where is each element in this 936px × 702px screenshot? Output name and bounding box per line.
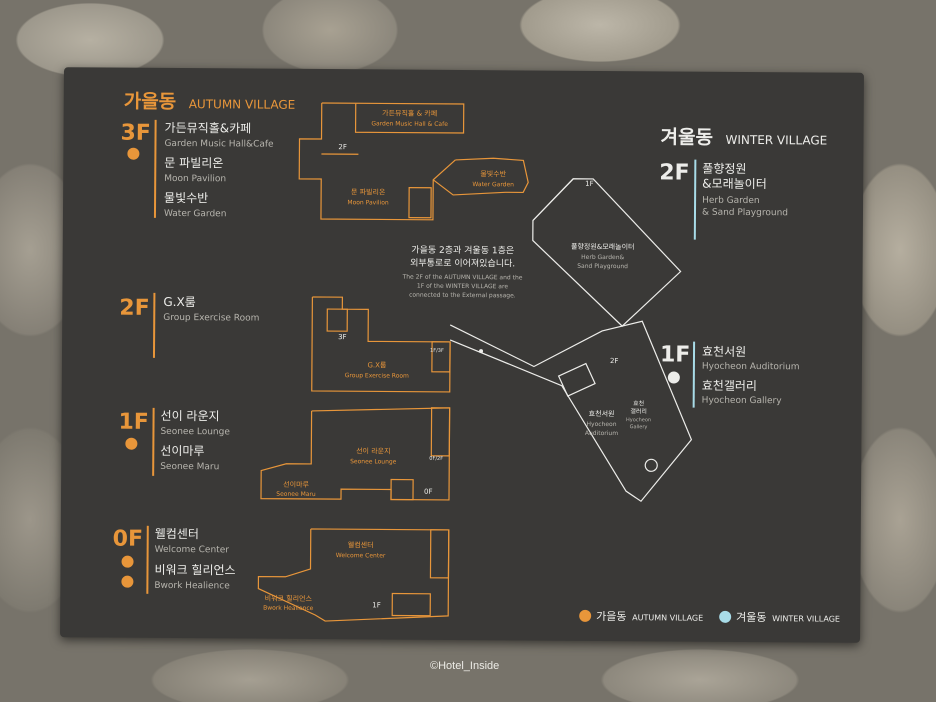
map-herb-en2: Sand Playground (577, 263, 628, 270)
map-hyo-gal-en2: Gallery (630, 424, 648, 430)
map-water-en: Water Garden (472, 181, 514, 188)
legend-winter-en: WINTER VILLAGE (772, 614, 840, 623)
legend-autumn-dot (579, 609, 592, 622)
autumn-1f-map (260, 407, 451, 501)
watermark: ©Hotel_Inside (430, 660, 500, 672)
hyo-aud-ko: 효천서원 (702, 344, 746, 359)
autumn-2f-map (311, 296, 451, 393)
winter-1f-label: 1F (660, 342, 691, 367)
moon-en: Moon Pavilion (164, 174, 226, 184)
map-gx-en: Group Exercise Room (345, 372, 409, 379)
map-lounge-en: Seonee Lounge (350, 458, 397, 465)
map-welcome-ko: 웰컴센터 (348, 540, 374, 549)
stair-3f: 3F (338, 333, 347, 341)
garden-music-en: Garden Music Hall&Cafe (164, 139, 274, 150)
herb-en-1: Herb Garden (702, 196, 760, 206)
winter-title-en: WINTER VILLAGE (725, 133, 827, 148)
winter-1f-map (449, 320, 693, 503)
divider (152, 292, 156, 358)
bwork-en: Bwork Healience (154, 581, 230, 592)
maru-en: Seonee Maru (160, 462, 219, 472)
note-ko-1: 가을동 2층과 겨울동 1층은 (411, 245, 514, 257)
sign-graphics: 가을동 AUTUMN VILLAGE 3F 가든뮤직홀&카페 Garden Mu… (113, 91, 840, 624)
wifi-icon (121, 575, 134, 588)
divider (693, 159, 697, 240)
map-herb-ko: 풀향정원&모래놀이터 (571, 242, 634, 251)
map-maru-en: Seonee Maru (276, 491, 316, 498)
note-ko-2: 외부통로로 이어져있습니다. (410, 257, 515, 270)
autumn-title-en: AUTUMN VILLAGE (189, 97, 296, 112)
map-lounge-ko: 선이 라운지 (356, 446, 390, 455)
map-moon-ko: 문 파빌리온 (351, 187, 386, 196)
floor-guide-sign: 가을동 AUTUMN VILLAGE 3F 가든뮤직홀&카페 Garden Mu… (60, 67, 864, 643)
note-en-2: 1F of the WINTER VILLAGE are (417, 283, 508, 291)
water-en: Water Garden (164, 209, 227, 219)
map-moon-en: Moon Pavilion (347, 199, 389, 206)
map-gx-ko: G.X룸 (367, 361, 387, 369)
map-water-ko: 물빛수반 (480, 169, 506, 178)
moon-ko: 문 파빌리온 (164, 156, 223, 170)
stair-0f: 0F (424, 488, 433, 496)
divider (152, 407, 155, 476)
autumn-2f-label: 2F (119, 296, 150, 321)
divider (692, 341, 696, 408)
stair-1f-b: 1F (372, 601, 381, 609)
hyo-aud-en: Hyocheon Auditorium (702, 362, 800, 373)
divider (153, 119, 157, 218)
divider (146, 525, 149, 594)
autumn-3f-label: 3F (120, 121, 151, 146)
stair-0f2f: 0F/2F (429, 456, 443, 462)
map-garden-en: Garden Music Hall & Cafe (371, 120, 448, 128)
stair-1f: 1F (585, 180, 594, 188)
herb-en-2: & Sand Playground (702, 208, 788, 219)
winter-2f-map (532, 178, 682, 327)
winter-title-ko: 겨울동 (660, 126, 713, 148)
legend-winter-ko: 겨울동 (736, 611, 766, 624)
info-icon (121, 555, 134, 568)
map-garden-ko: 가든뮤직홀 & 카페 (382, 108, 437, 117)
stair-2f: 2F (338, 143, 347, 151)
legend-autumn-en: AUTUMN VILLAGE (632, 613, 703, 622)
hyo-gal-en: Hyocheon Gallery (702, 396, 783, 407)
info-icon (127, 147, 140, 160)
map-hyo-gal-en1: Hyocheon (626, 417, 651, 423)
autumn-3f-map (298, 102, 529, 221)
lounge-ko: 선이 라운지 (161, 409, 220, 423)
legend-autumn-ko: 가을동 (596, 610, 626, 623)
map-bwork-ko: 비워크 힐리언스 (265, 594, 313, 603)
winter-2f-label: 2F (659, 160, 690, 185)
map-herb-en1: Herb Garden& (581, 254, 624, 261)
map-welcome-en: Welcome Center (336, 552, 386, 559)
lounge-en: Seonee Lounge (160, 427, 230, 437)
welcome-en: Welcome Center (155, 545, 230, 556)
map-hyo-aud-en1: Hyocheon (586, 421, 616, 428)
legend-winter-dot (719, 610, 732, 623)
map-hyo-gal-ko: 효천 (633, 399, 644, 407)
map-hyo-aud-en2: Auditorium (585, 430, 618, 437)
gx-ko: G.X룸 (163, 295, 195, 309)
note-en-1: The 2F of the AUTUMN VILLAGE and the (402, 274, 523, 282)
autumn-1f-label: 1F (118, 410, 149, 435)
note-en-3: connected to the External passage. (409, 292, 516, 300)
map-maru-ko: 선이마루 (283, 480, 309, 489)
map-hyo-gal-ko2: 갤러리 (630, 407, 647, 415)
water-ko: 물빛수반 (164, 191, 208, 205)
bwork-ko: 비워크 힐리언스 (154, 563, 235, 578)
herb-ko-1: 풀향정원 (702, 162, 746, 176)
map-hyo-aud-ko: 효천서원 (589, 409, 615, 418)
hyo-gal-ko: 효천갤러리 (702, 378, 757, 393)
info-icon (125, 437, 138, 450)
herb-ko-2: &모래놀이터 (702, 177, 767, 191)
garden-music-ko: 가든뮤직홀&카페 (165, 121, 252, 136)
info-icon (667, 371, 680, 384)
maru-ko: 선이마루 (160, 444, 204, 458)
autumn-0f-label: 0F (113, 527, 144, 552)
stair-1f3f: 1F/3F (430, 348, 444, 354)
welcome-ko: 웰컴센터 (155, 527, 199, 541)
map-bwork-en: Bwork Healience (263, 605, 314, 612)
autumn-title-ko: 가을동 (124, 91, 177, 113)
autumn-0f-map (257, 528, 450, 622)
gx-en: Group Exercise Room (163, 313, 259, 324)
stair-2f-b: 2F (610, 357, 619, 365)
